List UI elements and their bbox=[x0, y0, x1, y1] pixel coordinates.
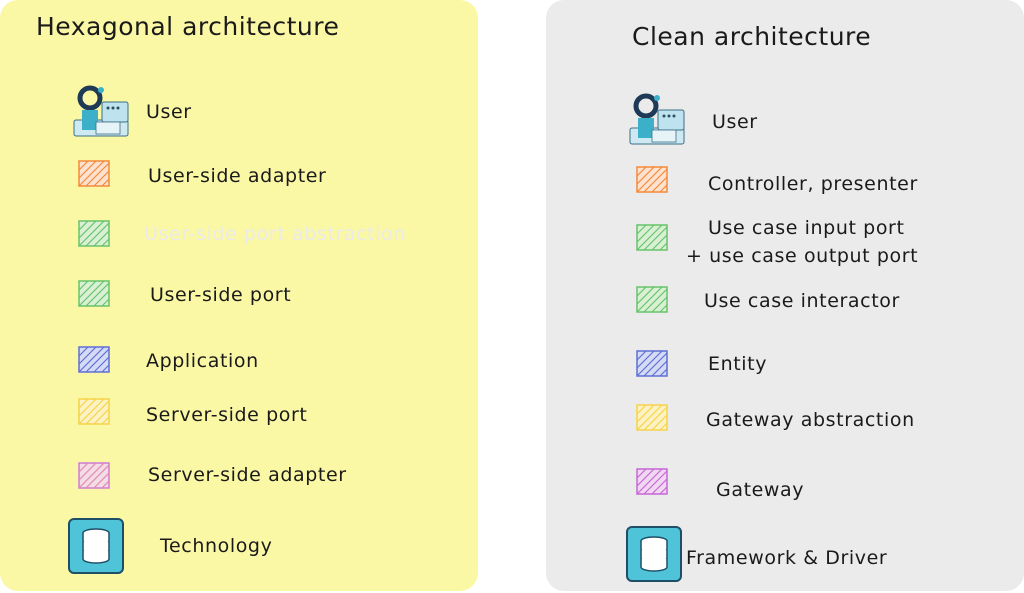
purple-hatched-swatch-icon bbox=[78, 462, 110, 489]
clean-label-gateway-abstraction: Gateway abstraction bbox=[706, 409, 915, 431]
hex-label-user-side-port-abstraction: User-side port abstraction bbox=[144, 223, 406, 245]
clean-label-user: User bbox=[712, 111, 758, 133]
green-hatched-swatch-icon bbox=[636, 224, 668, 251]
yellow-hatched-swatch-icon bbox=[636, 404, 668, 431]
clean-label-use-case-interactor: Use case interactor bbox=[704, 290, 900, 312]
database-icon bbox=[626, 526, 682, 582]
clean-label-entity: Entity bbox=[708, 353, 768, 375]
hex-label-application: Application bbox=[146, 350, 259, 372]
orange-hatched-swatch-icon bbox=[78, 160, 110, 187]
yellow-hatched-swatch-icon bbox=[78, 398, 110, 425]
blue-hatched-swatch-icon bbox=[636, 350, 668, 377]
green-hatched-swatch-icon bbox=[636, 286, 668, 313]
blue-hatched-swatch-icon bbox=[78, 346, 110, 373]
clean-architecture-panel: Clean architecture User Controller, pres… bbox=[546, 0, 1024, 591]
green-hatched-swatch-icon bbox=[78, 280, 110, 307]
clean-label-use-case-ports: Use case input port + use case output po… bbox=[686, 214, 918, 270]
hex-label-user-side-adapter: User-side adapter bbox=[148, 165, 327, 187]
hex-label-user: User bbox=[146, 101, 192, 123]
user-computer-icon bbox=[72, 84, 130, 138]
clean-label-use-case-output-port: + use case output port bbox=[686, 245, 919, 267]
clean-label-framework-driver: Framework & Driver bbox=[686, 547, 888, 569]
hex-label-server-side-port: Server-side port bbox=[146, 404, 308, 426]
orange-hatched-swatch-icon bbox=[636, 166, 668, 193]
database-icon bbox=[68, 518, 124, 574]
green-hatched-swatch-icon bbox=[78, 220, 110, 247]
clean-label-controller-presenter: Controller, presenter bbox=[708, 173, 918, 195]
hex-label-server-side-adapter: Server-side adapter bbox=[148, 464, 347, 486]
hex-label-technology: Technology bbox=[160, 535, 273, 557]
clean-title: Clean architecture bbox=[632, 22, 872, 51]
hexagonal-architecture-panel: Hexagonal architecture User User-side ad… bbox=[0, 0, 478, 591]
user-computer-icon bbox=[628, 92, 686, 146]
purple-hatched-swatch-icon bbox=[636, 468, 668, 495]
clean-label-gateway: Gateway bbox=[716, 479, 805, 501]
hexagonal-title: Hexagonal architecture bbox=[36, 12, 340, 41]
hex-label-user-side-port: User-side port bbox=[150, 284, 292, 306]
clean-label-use-case-input-port: Use case input port bbox=[708, 217, 905, 239]
